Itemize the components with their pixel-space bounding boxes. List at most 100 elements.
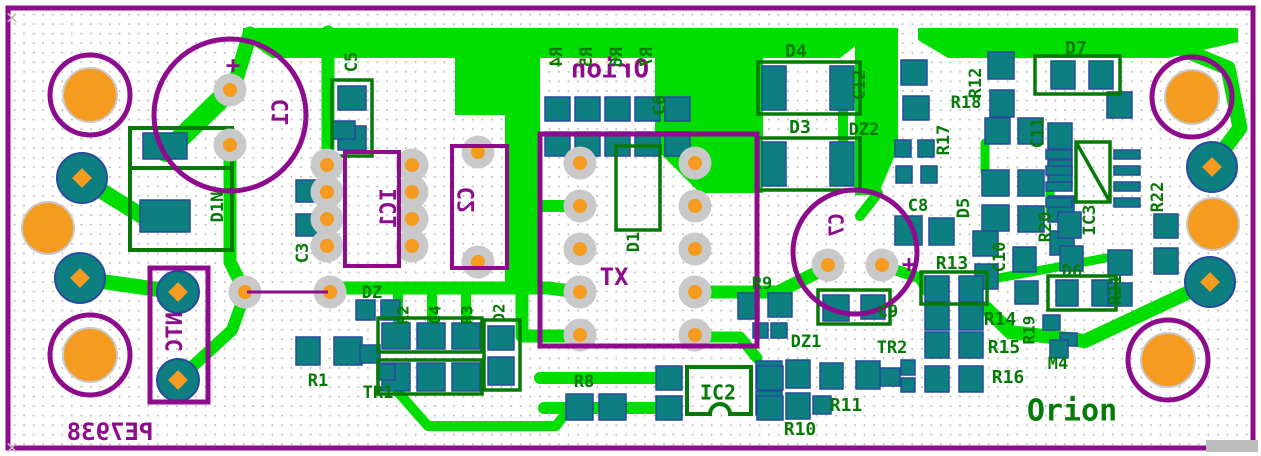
component-outline-green[interactable] — [919, 270, 989, 306]
solder-pad[interactable] — [1186, 197, 1240, 251]
silk-label-D4-19[interactable]: D4 — [785, 41, 807, 62]
copper-trace[interactable] — [393, 387, 573, 431]
smd-pad[interactable] — [355, 299, 376, 321]
smd-pad[interactable] — [544, 96, 571, 122]
silk-label-R17-25[interactable]: R17 — [934, 125, 954, 156]
smd-pad[interactable] — [855, 360, 881, 390]
ic1-outline[interactable] — [343, 150, 401, 268]
smd-pad[interactable] — [1049, 339, 1069, 359]
smd-pad[interactable] — [958, 331, 984, 359]
smd-pad[interactable] — [574, 96, 601, 122]
silk-label-R4-13[interactable]: R4 — [547, 47, 567, 67]
mount-hole-outline[interactable] — [1125, 317, 1211, 403]
smd-pad[interactable] — [1017, 169, 1045, 197]
smd-pad[interactable] — [920, 165, 938, 184]
smd-pad[interactable] — [1057, 211, 1082, 239]
smd-pad[interactable] — [655, 395, 683, 421]
component-outline-green[interactable] — [376, 316, 484, 354]
silk-label-R3-54[interactable]: R3 — [458, 305, 477, 324]
cap-c7-outline[interactable] — [790, 187, 920, 317]
silk-label-DZ-51[interactable]: DZ — [362, 283, 382, 303]
silk-label-C10-32[interactable]: C10 — [990, 242, 1010, 273]
smd-pad[interactable] — [924, 303, 950, 331]
smd-pad[interactable] — [1153, 247, 1179, 275]
silk-label-R15-38[interactable]: R15 — [988, 337, 1021, 358]
smd-pad[interactable] — [333, 336, 363, 366]
smd-pad[interactable] — [895, 165, 913, 184]
smd-pad[interactable] — [812, 395, 832, 415]
solder-pad[interactable] — [21, 201, 75, 255]
silk-label-D2-55[interactable]: D2 — [490, 303, 509, 322]
silk-label-C3-11[interactable]: C3 — [293, 243, 313, 263]
component-outline-green[interactable] — [1033, 54, 1122, 96]
silk-label-D6-34[interactable]: D6 — [1062, 262, 1082, 282]
copper-pour[interactable] — [855, 28, 898, 195]
silk-label-C7-6[interactable]: C7 — [825, 213, 849, 237]
silk-label-C12-21[interactable]: C12 — [850, 70, 870, 101]
smd-pad[interactable] — [924, 275, 950, 303]
ntc-outline[interactable] — [147, 265, 211, 405]
smd-pad[interactable] — [900, 377, 916, 393]
component-outline-green[interactable] — [376, 358, 484, 396]
smd-pad[interactable] — [767, 292, 793, 318]
silk-label-D1-18[interactable]: D1 — [624, 232, 644, 252]
smd-pad[interactable] — [902, 95, 930, 121]
smd-pad[interactable] — [829, 141, 855, 187]
smd-pad[interactable] — [598, 393, 627, 421]
copper-trace[interactable] — [515, 281, 585, 343]
silk-label-R9-43[interactable]: R9 — [752, 274, 772, 294]
mount-hole-outline[interactable] — [1149, 54, 1235, 140]
smd-pad[interactable] — [900, 59, 928, 86]
smd-pad[interactable] — [924, 331, 950, 359]
smd-pad[interactable] — [1113, 165, 1141, 176]
copper-trace[interactable] — [855, 188, 883, 221]
silk-label-C2-4[interactable]: C2 — [455, 187, 480, 214]
smd-pad[interactable] — [1042, 314, 1061, 331]
smd-pad[interactable] — [1045, 149, 1073, 160]
component-outline-green[interactable] — [756, 60, 862, 116]
silk-label-R21-35[interactable]: R21 — [1106, 275, 1126, 306]
mount-hole-outline[interactable] — [47, 52, 133, 138]
smd-pad[interactable] — [928, 217, 955, 246]
cap-c1-outline[interactable] — [151, 36, 309, 194]
silk-label-TR1-56[interactable]: TR1 — [363, 383, 394, 403]
smd-pad[interactable] — [487, 356, 515, 386]
smd-pad[interactable] — [295, 336, 321, 366]
silk-label-XT-5[interactable]: XT — [600, 263, 629, 291]
silk-label-R22-33[interactable]: R22 — [1148, 182, 1168, 213]
smd-pad[interactable] — [1113, 181, 1141, 192]
smd-pad[interactable] — [958, 303, 984, 331]
smd-pad[interactable] — [989, 89, 1015, 118]
smd-pad[interactable] — [987, 51, 1015, 80]
component-outline-green[interactable] — [816, 288, 892, 326]
smd-pad[interactable] — [604, 96, 631, 122]
silk-label-TR2-46[interactable]: TR2 — [877, 338, 908, 358]
silk-label-R10-48[interactable]: R10 — [784, 419, 817, 440]
silk-label-IC3-30[interactable]: IC3 — [1080, 205, 1100, 236]
silk-label-IC2-49[interactable]: IC2 — [700, 381, 736, 405]
smd-pad[interactable] — [1050, 60, 1076, 90]
smd-pad[interactable] — [337, 85, 367, 111]
silk-label-NTC-1[interactable]: NTC — [163, 312, 188, 352]
smd-pad[interactable] — [1017, 117, 1044, 145]
mount-hole-pad[interactable] — [62, 67, 118, 123]
copper-trace[interactable] — [691, 261, 833, 299]
silk-label-C11-27[interactable]: C11 — [1028, 118, 1048, 149]
silk-label-R6-15[interactable]: R6 — [607, 47, 627, 67]
smd-pad[interactable] — [1055, 279, 1079, 307]
silk-label-Orion-42[interactable]: Orion — [1027, 394, 1117, 429]
smd-pad[interactable] — [1106, 91, 1133, 119]
silk-label-D5-29[interactable]: D5 — [954, 198, 974, 218]
smd-pad[interactable] — [958, 365, 984, 393]
smd-pad[interactable] — [359, 344, 381, 364]
silk-label-R14-37[interactable]: R14 — [984, 309, 1017, 330]
mount-hole-pad[interactable] — [1140, 332, 1196, 388]
smd-pad[interactable] — [1017, 205, 1045, 233]
silk-label-C4-53[interactable]: C4 — [426, 305, 445, 324]
smd-pad[interactable] — [451, 362, 481, 392]
component-outline-green[interactable] — [330, 78, 374, 158]
silk-label-R7-16[interactable]: R7 — [637, 47, 657, 67]
smd-pad[interactable] — [565, 393, 594, 421]
smd-pad[interactable] — [1012, 246, 1037, 273]
